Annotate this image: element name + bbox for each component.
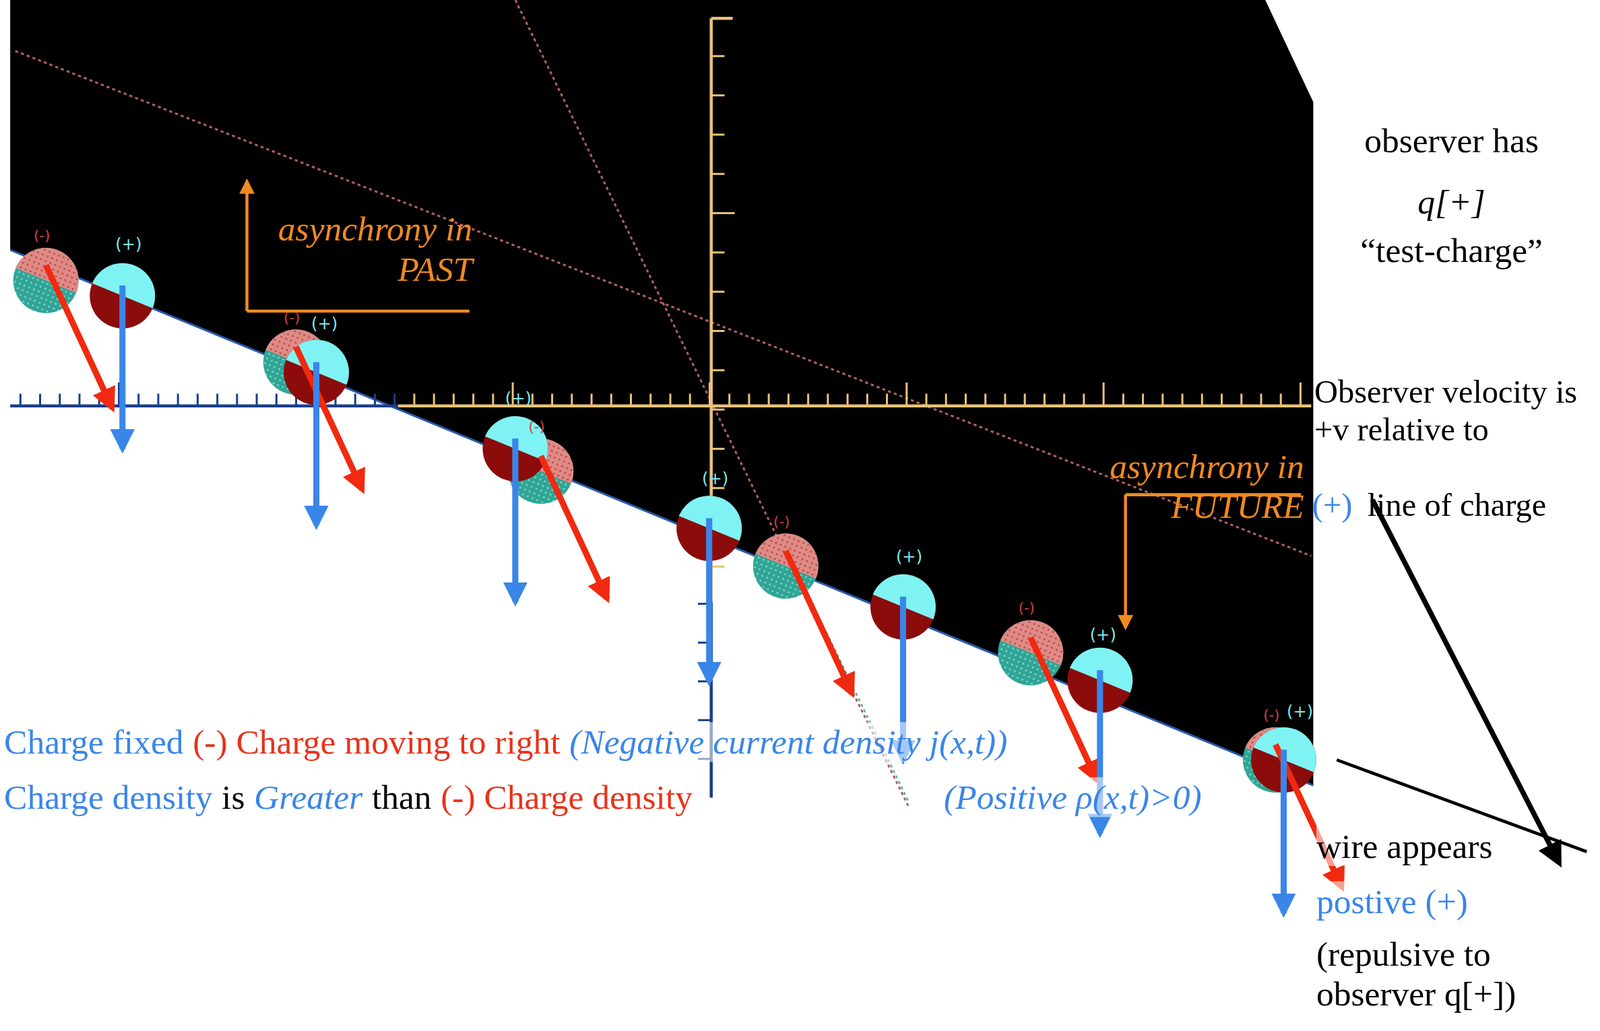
charge-sign: (+) (1286, 703, 1314, 723)
velocity-note: Observer velocity is +v relative to (1314, 373, 1592, 448)
negative-charge (743, 523, 829, 610)
velocity-arrow (785, 551, 852, 694)
charge-sign: (+) (311, 315, 338, 335)
charge-sign: (-) (528, 418, 546, 435)
legend-text: (Negative current density j(x,t)) (569, 722, 1008, 762)
asynchrony-label: asynchrony in PAST (253, 209, 473, 290)
legend-text: Charge fixed (4, 722, 184, 762)
charge-sign: (-) (33, 227, 50, 244)
observer-note: observer has (1316, 120, 1587, 161)
charge-sign: (+) (115, 235, 142, 255)
worldline-arrow (313, 362, 320, 526)
negative-charge (3, 237, 89, 324)
worldline-arrow (1280, 749, 1287, 913)
velocity-note: (+) (1312, 486, 1353, 525)
legend-text: Charge density (4, 777, 213, 818)
legend-text: (-) Charge moving to right (192, 722, 560, 762)
legend-text: Greater (253, 777, 363, 818)
charge-sign: (+) (896, 547, 923, 567)
worldline-arrow (706, 518, 713, 682)
velocity-arrow (295, 346, 362, 490)
observer-note: “test-charge” (1316, 230, 1587, 271)
charge-sign: (-) (283, 309, 300, 326)
charge-sign: (+) (1090, 626, 1117, 646)
charge-sign: (+) (701, 470, 729, 490)
worldline-arrow (119, 285, 126, 449)
charge-sign: (-) (1018, 600, 1035, 617)
asynchrony-label: asynchrony in FUTURE (1071, 446, 1304, 527)
result-note: postive (+) (1316, 881, 1468, 922)
legend-text: (Positive ρ(x,t)>0) (943, 777, 1202, 818)
result-note: wire appears (1316, 826, 1493, 867)
velocity-arrow (45, 265, 112, 409)
legend-text: (-) Charge density (440, 777, 693, 818)
legend-text: is (221, 777, 245, 818)
charge-sign: (+) (505, 390, 532, 409)
observer-note: q[+] (1316, 181, 1587, 222)
negative-charge (988, 610, 1074, 696)
legend-text: than (371, 777, 432, 818)
velocity-note: line of charge (1367, 486, 1547, 525)
velocity-arrow (540, 456, 607, 599)
result-note: (repulsive to observer q[+]) (1316, 934, 1594, 1014)
velocity-arrow (1030, 637, 1097, 781)
charge-sign: (-) (1263, 707, 1280, 724)
worldline-arrow (512, 438, 519, 602)
charge-sign: (-) (773, 513, 790, 530)
